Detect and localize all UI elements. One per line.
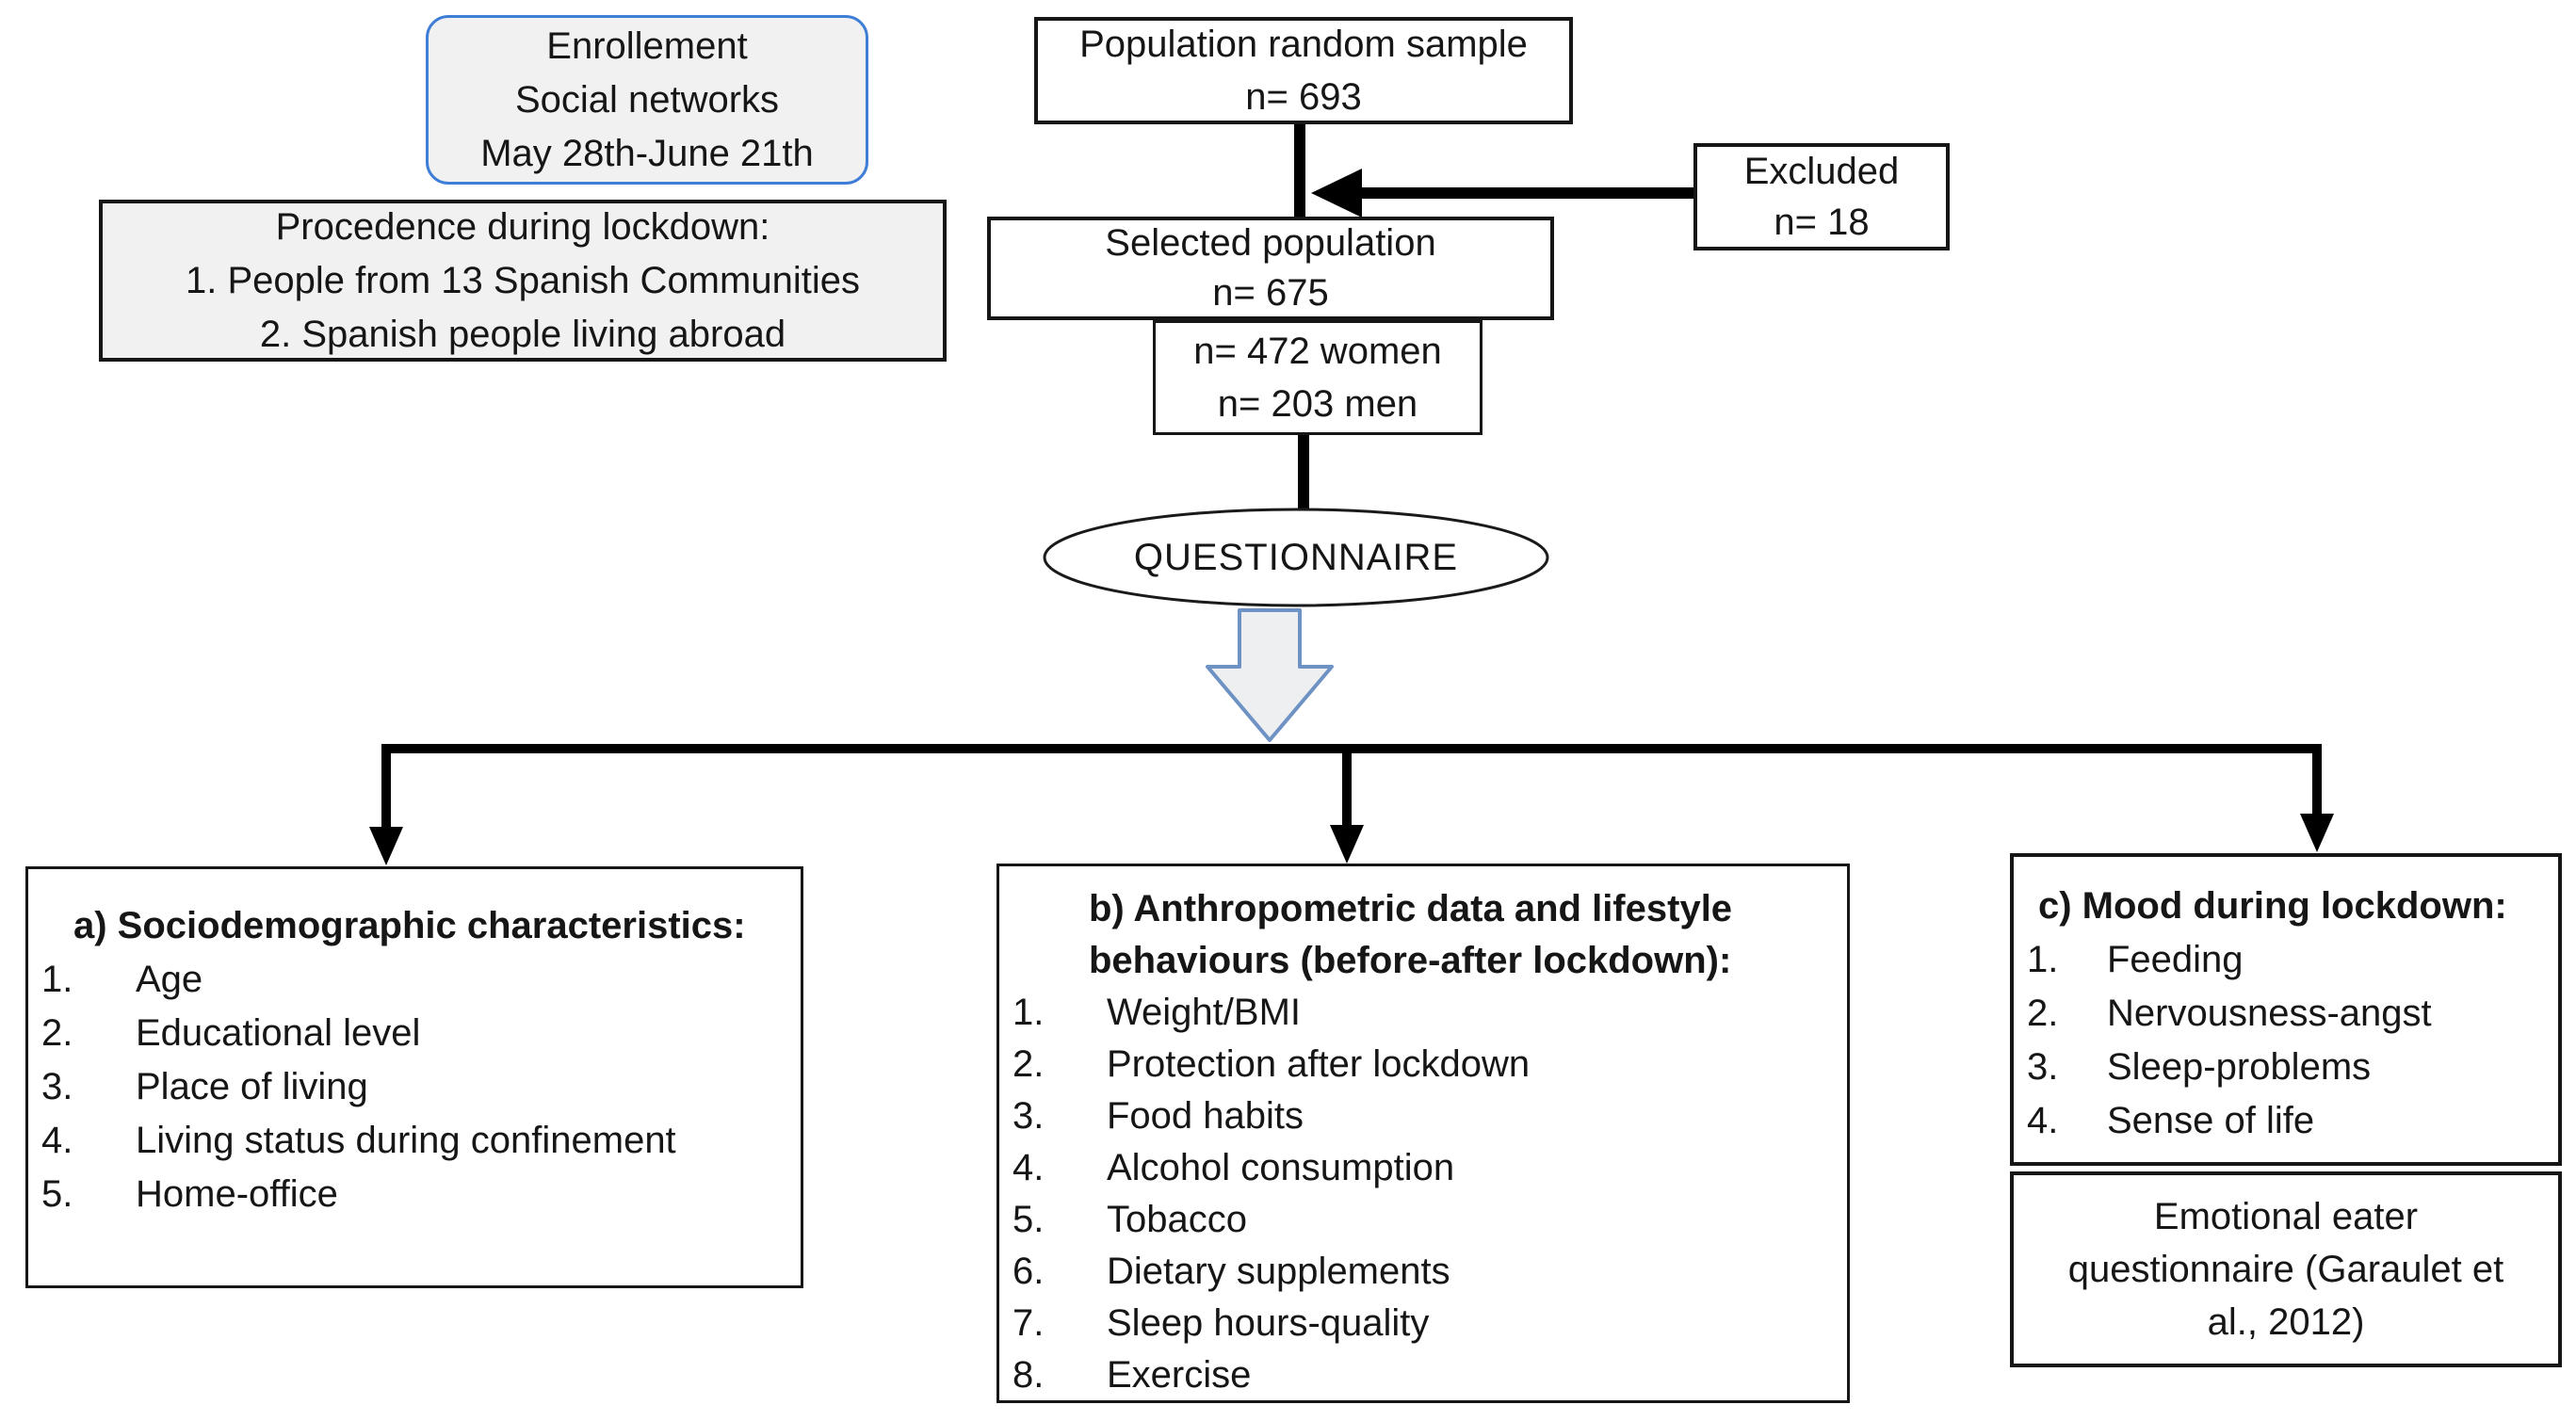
list-item: 3. Place of living xyxy=(28,1060,801,1114)
list-item: 1. Weight/BMI xyxy=(999,987,1847,1039)
branch-a-box: a) Sociodemographic characteristics: 1. A… xyxy=(25,866,803,1288)
selected-count: n= 675 xyxy=(1212,272,1329,314)
list-item: 4. Living status during confinement xyxy=(28,1114,801,1168)
emotional-eater-line: questionnaire (Garaulet et xyxy=(2067,1249,2504,1290)
list-item: 2. Protection after lockdown xyxy=(999,1039,1847,1090)
item-number: 1. xyxy=(1013,992,1045,1033)
enrollment-box: Enrollement Social networks May 28th-Jun… xyxy=(426,15,868,185)
item-number: 3. xyxy=(2027,1046,2059,1088)
list-item: 1. Age xyxy=(28,953,801,1007)
emotional-eater-box: Emotional eater questionnaire (Garaulet … xyxy=(2010,1171,2562,1367)
item-number: 4. xyxy=(1013,1147,1045,1188)
excluded-count: n= 18 xyxy=(1774,202,1870,243)
list-item: 2. Nervousness-angst xyxy=(2014,987,2558,1041)
item-number: 6. xyxy=(1013,1251,1045,1292)
item-text: Place of living xyxy=(136,1066,368,1107)
questionnaire-label: QUESTIONNAIRE xyxy=(1133,536,1459,578)
item-number: 8. xyxy=(1013,1354,1045,1396)
item-number: 2. xyxy=(41,1012,73,1054)
list-item: 4. Sense of life xyxy=(2014,1094,2558,1148)
item-number: 4. xyxy=(2027,1100,2059,1141)
list-item: 5. Home-office xyxy=(28,1168,801,1221)
branch-c-title: c) Mood during lockdown: xyxy=(2038,885,2507,927)
branch-b-box: b) Anthropometric data and lifestyle beh… xyxy=(996,864,1850,1403)
procedence-box: Procedence during lockdown: 1. People fr… xyxy=(99,200,947,362)
item-text: Living status during confinement xyxy=(136,1120,676,1161)
population-sample-box: Population random sample n= 693 xyxy=(1034,17,1573,124)
item-text: Age xyxy=(136,959,203,1000)
item-number: 7. xyxy=(1013,1302,1045,1344)
women-count: n= 472 women xyxy=(1193,331,1442,372)
item-text: Educational level xyxy=(136,1012,421,1054)
item-text: Tobacco xyxy=(1107,1199,1247,1240)
item-number: 5. xyxy=(41,1173,73,1215)
item-text: Home-office xyxy=(136,1173,338,1215)
arrowhead-middle-icon xyxy=(1330,825,1364,864)
enrollment-line: Social networks xyxy=(514,78,780,121)
item-text: Dietary supplements xyxy=(1107,1251,1450,1292)
item-number: 5. xyxy=(1013,1199,1045,1240)
procedence-line: 2. Spanish people living abroad xyxy=(259,313,786,355)
population-count: n= 693 xyxy=(1245,76,1362,118)
list-item: 1. Feeding xyxy=(2014,933,2558,987)
item-text: Sleep-problems xyxy=(2107,1046,2372,1088)
emotional-eater-line: Emotional eater xyxy=(2153,1196,2419,1237)
list-item: 3. Food habits xyxy=(999,1090,1847,1142)
list-item: 6. Dietary supplements xyxy=(999,1246,1847,1298)
population-line: Population random sample xyxy=(1079,24,1528,65)
branch-c-box: c) Mood during lockdown: 1. Feeding 2. Ner… xyxy=(2010,853,2562,1166)
procedence-line: 1. People from 13 Spanish Communities xyxy=(186,259,860,301)
list-item: 5. Tobacco xyxy=(999,1194,1847,1246)
list-item: 4. Alcohol consumption xyxy=(999,1142,1847,1194)
selected-line: Selected population xyxy=(1105,222,1436,264)
men-count: n= 203 men xyxy=(1217,383,1418,425)
list-item: 2. Educational level xyxy=(28,1007,801,1060)
gender-counts-box: n= 472 women n= 203 men xyxy=(1153,320,1482,435)
item-number: 1. xyxy=(41,959,73,1000)
item-text: Weight/BMI xyxy=(1107,992,1301,1033)
branch-b-title-line: behaviours (before-after lockdown): xyxy=(1089,940,1732,981)
questionnaire-ellipse xyxy=(1043,508,1549,607)
enrollment-line: May 28th-June 21th xyxy=(480,132,814,174)
item-number: 2. xyxy=(2027,993,2059,1034)
item-number: 3. xyxy=(1013,1095,1045,1137)
item-text: Exercise xyxy=(1107,1354,1252,1396)
arrowhead-left-icon xyxy=(369,827,403,865)
excluded-label: Excluded xyxy=(1743,151,1900,192)
block-arrow-down-icon xyxy=(1206,608,1334,742)
item-number: 4. xyxy=(41,1120,73,1161)
procedence-line: Procedence during lockdown: xyxy=(275,205,770,248)
item-text: Nervousness-angst xyxy=(2107,993,2432,1034)
item-text: Sense of life xyxy=(2107,1100,2315,1141)
item-text: Sleep hours-quality xyxy=(1107,1302,1430,1344)
excluded-box: Excluded n= 18 xyxy=(1693,143,1950,250)
list-item: 3. Sleep-problems xyxy=(2014,1041,2558,1094)
item-text: Food habits xyxy=(1107,1095,1304,1137)
enrollment-line: Enrollement xyxy=(546,24,748,67)
list-item: 7. Sleep hours-quality xyxy=(999,1298,1847,1349)
selected-population-box: Selected population n= 675 xyxy=(987,217,1554,320)
emotional-eater-line: al., 2012) xyxy=(2207,1301,2365,1343)
item-text: Feeding xyxy=(2107,939,2244,980)
item-number: 3. xyxy=(41,1066,73,1107)
branch-b-title-line: b) Anthropometric data and lifestyle xyxy=(1089,888,1733,929)
item-text: Protection after lockdown xyxy=(1107,1043,1531,1085)
item-number: 2. xyxy=(1013,1043,1045,1085)
arrowhead-right-icon xyxy=(2300,814,2334,852)
item-number: 1. xyxy=(2027,939,2059,980)
list-item: 8. Exercise xyxy=(999,1349,1847,1401)
excluded-arrow-head-icon xyxy=(1311,169,1362,218)
branch-a-title: a) Sociodemographic characteristics: xyxy=(73,905,746,946)
item-text: Alcohol consumption xyxy=(1107,1147,1455,1188)
